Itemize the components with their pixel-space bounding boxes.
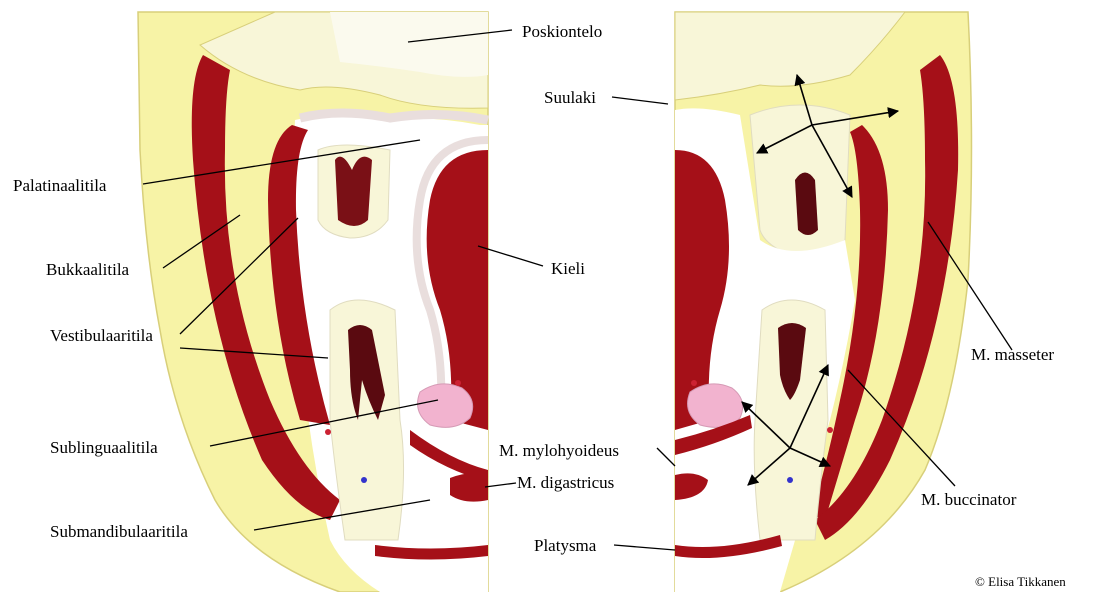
left-half-section bbox=[138, 12, 488, 592]
label-submandibulaaritila: Submandibulaaritila bbox=[50, 522, 188, 541]
label-platysma: Platysma bbox=[534, 536, 597, 555]
label-m-buccinator: M. buccinator bbox=[921, 490, 1017, 509]
label-sublinguaalitila: Sublinguaalitila bbox=[50, 438, 158, 457]
copyright-credit: © Elisa Tikkanen bbox=[975, 574, 1066, 589]
label-kieli: Kieli bbox=[551, 259, 585, 278]
label-bukkaalitila: Bukkaalitila bbox=[46, 260, 130, 279]
left-vessel bbox=[325, 429, 331, 435]
label-palatinaalitila: Palatinaalitila bbox=[13, 176, 107, 195]
left-sublingual-gland bbox=[418, 384, 473, 428]
right-vessel bbox=[827, 427, 833, 433]
label-m-digastricus: M. digastricus bbox=[517, 473, 614, 492]
right-vessel bbox=[787, 477, 793, 483]
right-upper-tooth-root bbox=[795, 173, 818, 236]
left-upper-tooth bbox=[318, 145, 390, 238]
right-mandible bbox=[754, 300, 828, 540]
right-vessel bbox=[691, 380, 697, 386]
label-poskiontelo: Poskiontelo bbox=[522, 22, 602, 41]
label-suulaki: Suulaki bbox=[544, 88, 596, 107]
left-vessel bbox=[361, 477, 367, 483]
label-vestibulaaritila: Vestibulaaritila bbox=[50, 326, 153, 345]
left-vessel bbox=[455, 380, 461, 386]
label-m-masseter: M. masseter bbox=[971, 345, 1054, 364]
label-m-mylohyoideus: M. mylohyoideus bbox=[499, 441, 619, 460]
left-digastric-muscle bbox=[450, 473, 488, 502]
right-sublingual-gland bbox=[688, 384, 743, 428]
